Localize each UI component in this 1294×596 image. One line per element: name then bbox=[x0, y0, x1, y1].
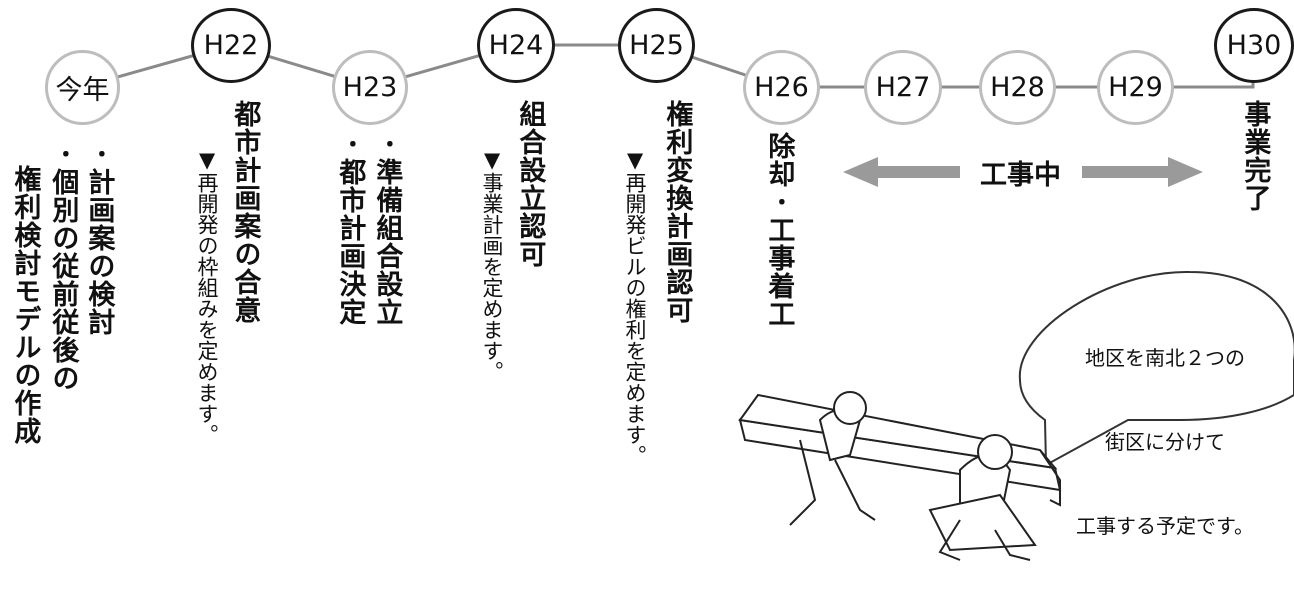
timeline-node-h26: H26 bbox=[743, 50, 820, 125]
workers-illustration bbox=[738, 391, 1062, 561]
h24-note: ▼事業計画を定めます。 bbox=[480, 148, 505, 382]
timeline-node-h28: H28 bbox=[979, 50, 1056, 125]
timeline-node-h22: H22 bbox=[191, 8, 271, 83]
kotoshi-item-1: ･計画案の検討 bbox=[83, 140, 115, 336]
construction-arrow-right bbox=[1082, 157, 1203, 187]
timeline-node-h24: H24 bbox=[477, 8, 555, 83]
speech-bubble-line-1: 地区を南北２つの bbox=[1085, 346, 1245, 370]
timeline-node-h25: H25 bbox=[618, 8, 695, 83]
speech-bubble-line-2: 街区に分けて bbox=[1105, 430, 1225, 454]
h24-title: 組合設立認可 bbox=[514, 100, 546, 268]
h26-title: 除却･工事着工 bbox=[763, 132, 795, 328]
construction-label: 工事中 bbox=[980, 160, 1061, 191]
construction-arrow-left bbox=[843, 157, 960, 187]
h30-title: 事業完了 bbox=[1239, 100, 1271, 212]
speech-bubble-line-3: 工事する予定です。 bbox=[1076, 514, 1254, 538]
timeline-node-h30: H30 bbox=[1214, 8, 1294, 83]
kotoshi-item-2: ･個別の従前従後の bbox=[47, 140, 79, 392]
h23-item-2: ･都市計画決定 bbox=[334, 130, 366, 326]
timeline-node-kotoshi: 今年 bbox=[45, 50, 120, 125]
h25-note: ▼再開発ビルの権利を定めます。 bbox=[623, 148, 648, 466]
timeline-node-h29: H29 bbox=[1097, 50, 1174, 125]
h22-title: 都市計画案の合意 bbox=[229, 100, 261, 324]
h23-item-1: ･準備組合設立 bbox=[371, 130, 403, 326]
h25-title: 権利変換計画認可 bbox=[661, 100, 693, 324]
speech-bubble-text: 地区を南北２つの 街区に分けて 工事する予定です。 bbox=[1040, 288, 1290, 596]
h22-note: ▼再開発の枠組みを定めます。 bbox=[195, 148, 220, 445]
speech-bubble-shape bbox=[1018, 270, 1294, 467]
schedule-diagram: 今年 H22 H23 H24 H25 H26 H27 H28 H29 H30 ･… bbox=[9, 8, 1294, 561]
timeline-node-h27: H27 bbox=[864, 50, 942, 125]
timeline-node-h23: H23 bbox=[332, 50, 408, 125]
timeline-connectors bbox=[81, 43, 1294, 561]
kotoshi-item-3: 権利検討モデルの作成 bbox=[9, 165, 41, 445]
